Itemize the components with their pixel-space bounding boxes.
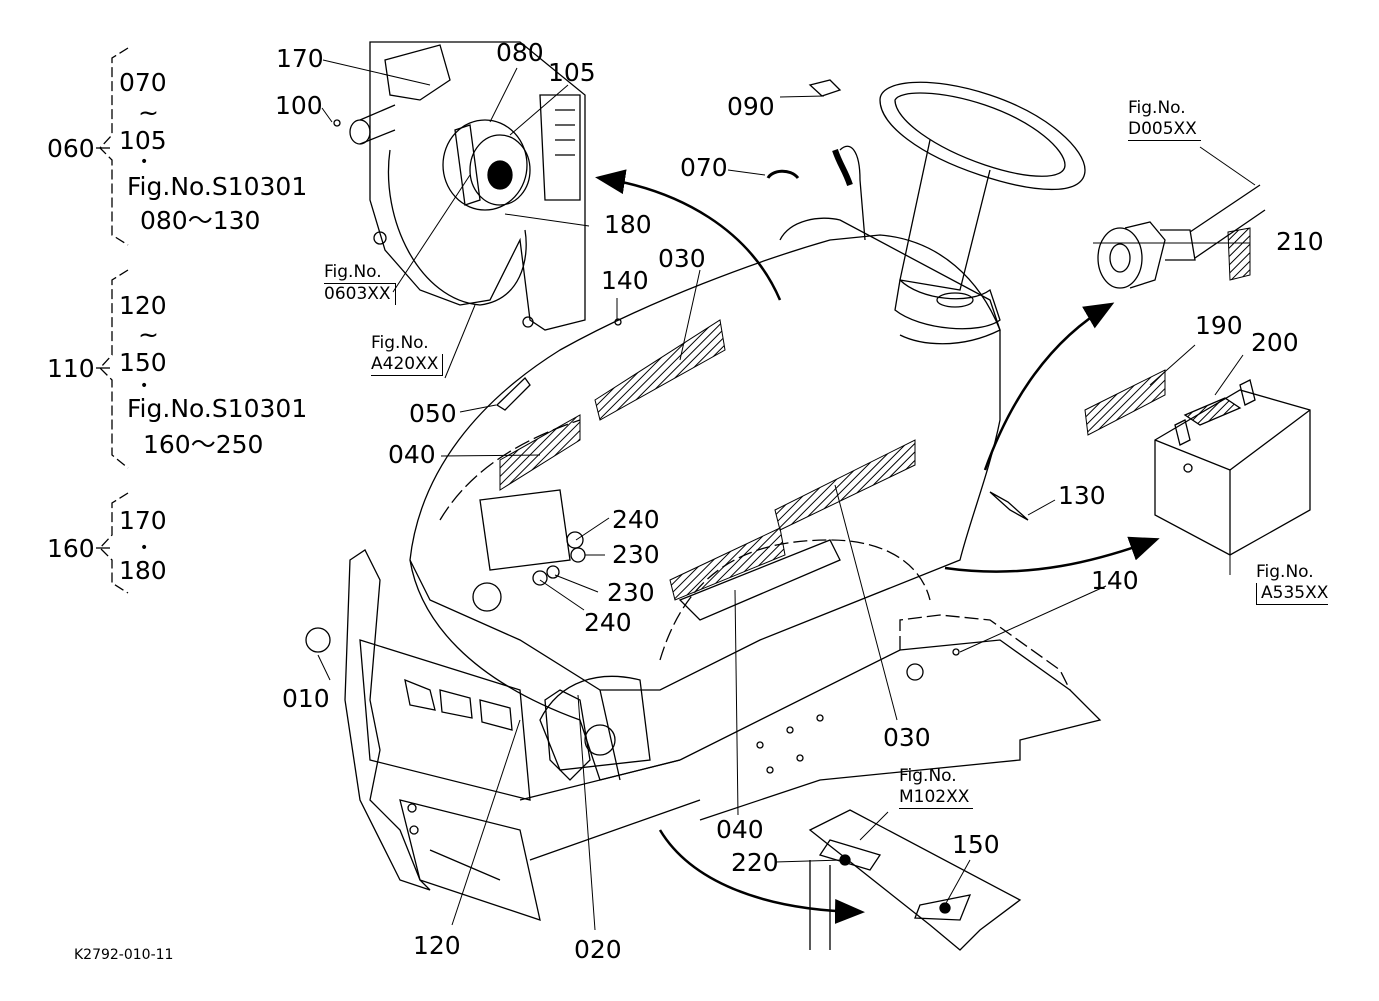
- callout-230-lower: 230: [607, 578, 655, 607]
- hood-body: [409, 217, 1001, 781]
- callout-arrows: [595, 169, 1160, 924]
- callout-180: 180: [604, 210, 652, 239]
- callout-030-bottom: 030: [883, 723, 931, 752]
- callout-190: 190: [1195, 311, 1243, 340]
- figref-a535xx-number: A535XX: [1256, 583, 1329, 605]
- figref-a420xx-label: Fig.No.: [371, 333, 429, 353]
- callout-230-upper: 230: [612, 540, 660, 569]
- callout-100: 100: [275, 91, 323, 120]
- callout-030-top: 030: [658, 244, 706, 273]
- legend-060-line4: •: [140, 154, 149, 170]
- legend-160-line1: 170: [119, 506, 167, 535]
- front-grille: [344, 549, 701, 921]
- callout-140-bottom: 140: [1091, 566, 1139, 595]
- legend-060-line2: ~: [138, 98, 159, 127]
- decal-hatched-areas: [499, 227, 1251, 601]
- callout-090: 090: [727, 92, 775, 121]
- legend-110-line2: ~: [138, 320, 159, 349]
- figref-m102xx-label: Fig.No.: [899, 766, 957, 786]
- figref-d005xx-number: D005XX: [1128, 119, 1201, 141]
- callout-040-top: 040: [388, 440, 436, 469]
- leader-lines: [317, 59, 1256, 931]
- callout-010: 010: [282, 684, 330, 713]
- callout-120: 120: [413, 931, 461, 960]
- battery: [1154, 379, 1311, 556]
- figref-a535xx-label: Fig.No.: [1256, 562, 1314, 582]
- steering-wheel: [832, 81, 1086, 330]
- drawing-id: K2792-010-11: [74, 947, 174, 963]
- callout-210: 210: [1276, 227, 1324, 256]
- figref-a420xx: Fig.No. A420XX: [371, 333, 444, 376]
- callout-140-top: 140: [601, 266, 649, 295]
- figref-d005xx-label: Fig.No.: [1128, 98, 1186, 118]
- callout-050: 050: [409, 399, 457, 428]
- legend-060-line6: 080～130: [140, 206, 261, 235]
- legend-110-line5: Fig.No.S10301: [127, 394, 308, 423]
- callout-020: 020: [574, 935, 622, 964]
- frame-detail: [808, 809, 1022, 951]
- fan-shroud-assembly: [349, 41, 586, 331]
- legend-110-key: 110: [47, 354, 95, 383]
- callout-080: 080: [496, 38, 544, 67]
- small-parts: [305, 79, 1029, 656]
- figref-m102xx: Fig.No. M102XX: [899, 766, 974, 809]
- legend-060-line1: 070: [119, 68, 167, 97]
- legend-110-line3: 150: [119, 348, 167, 377]
- callout-170: 170: [276, 44, 324, 73]
- legend-160-key: 160: [47, 534, 95, 563]
- figref-d005xx: Fig.No. D005XX: [1128, 98, 1201, 141]
- legend-060-line3: 105: [119, 126, 167, 155]
- callout-040-bottom: 040: [716, 815, 764, 844]
- callout-220: 220: [731, 848, 779, 877]
- legend-060-line5: Fig.No.S10301: [127, 172, 308, 201]
- figref-m102xx-number: M102XX: [899, 787, 974, 809]
- figref-a420xx-number: A420XX: [371, 354, 444, 376]
- legend-110-line4: •: [140, 378, 149, 394]
- legend-160-line2: •: [140, 540, 149, 556]
- figref-a535xx: Fig.No. A535XX: [1256, 562, 1329, 605]
- callout-200: 200: [1251, 328, 1299, 357]
- callout-240-upper: 240: [612, 505, 660, 534]
- callout-150: 150: [952, 830, 1000, 859]
- legend-110-line6: 160～250: [143, 430, 264, 459]
- legend-160-line3: 180: [119, 556, 167, 585]
- callout-105: 105: [548, 58, 596, 87]
- chassis-frame: [679, 614, 1102, 821]
- callout-130: 130: [1058, 481, 1106, 510]
- legend-110-line1: 120: [119, 291, 167, 320]
- figref-0603xx-label: Fig.No.: [324, 262, 382, 282]
- callout-240-lower: 240: [584, 608, 632, 637]
- figref-0603xx-number: 0603XX: [324, 283, 396, 305]
- legend-060-key: 060: [47, 134, 95, 163]
- figref-0603xx: Fig.No. 0603XX: [324, 262, 396, 305]
- callout-070: 070: [680, 153, 728, 182]
